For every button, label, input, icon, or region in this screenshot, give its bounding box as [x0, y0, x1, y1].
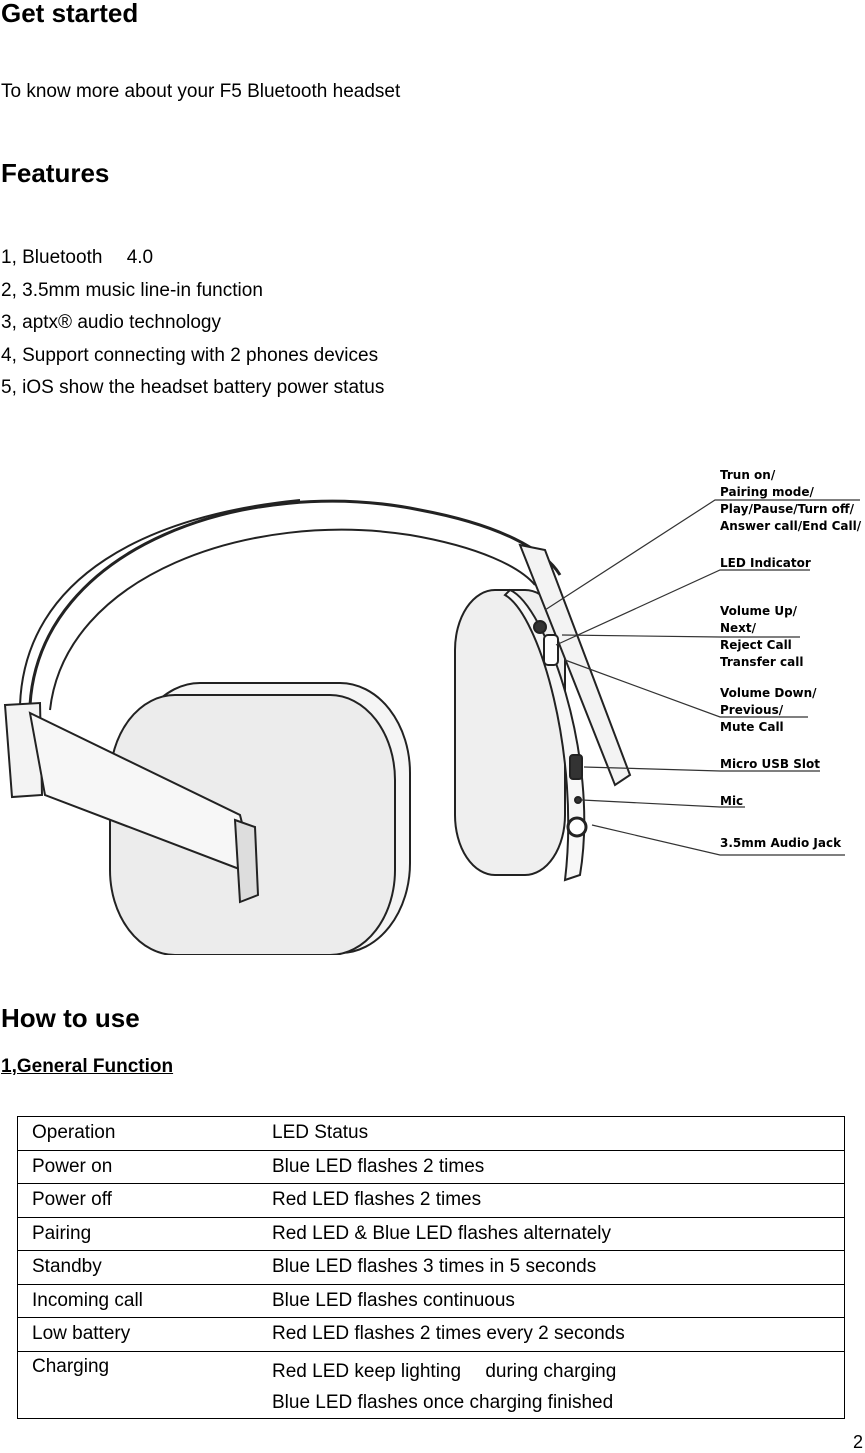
table-row: Standby Blue LED flashes 3 times in 5 se… — [17, 1250, 845, 1285]
table-row: Power off Red LED flashes 2 times — [17, 1183, 845, 1218]
table-cell-operation: Pairing — [17, 1216, 245, 1251]
table-row: Charging Red LED keep lighting during ch… — [17, 1350, 845, 1419]
intro-text: To know more about your F5 Bluetooth hea… — [1, 81, 401, 102]
table-row: Power on Blue LED flashes 2 times — [17, 1149, 845, 1184]
feature-item: 1, Bluetooth 4.0 — [1, 247, 154, 268]
general-function-subtitle: 1,General Function — [1, 1056, 174, 1077]
callout-led: LED Indicator — [720, 556, 811, 570]
feature-item: 3, aptx® audio technology — [1, 312, 221, 333]
features-heading: Features — [1, 158, 110, 188]
charging-status-line: Blue LED flashes once charging finished — [272, 1391, 614, 1413]
table-row: Pairing Red LED & Blue LED flashes alter… — [17, 1216, 845, 1251]
callout-lines — [544, 499, 860, 856]
table-cell-operation: Low battery — [17, 1317, 245, 1352]
features-list: 1, Bluetooth 4.0 2, 3.5mm music line-in … — [1, 242, 384, 405]
how-to-use-heading: How to use — [1, 1003, 140, 1033]
page-title: Get started — [1, 0, 139, 28]
table-header-row: Operation LED Status — [17, 1116, 845, 1151]
table-cell-led-status: Red LED flashes 2 times every 2 seconds — [245, 1317, 845, 1352]
table-cell-led-status: Blue LED flashes 2 times — [245, 1149, 845, 1184]
callout-usb: Micro USB Slot — [720, 757, 820, 771]
feature-item: 4, Support connecting with 2 phones devi… — [1, 344, 379, 366]
table-cell-operation: Power on — [17, 1149, 245, 1184]
table-cell-operation: Power off — [17, 1183, 245, 1218]
table-row: Incoming call Blue LED flashes continuou… — [17, 1283, 845, 1318]
table-cell-led-status: Red LED keep lighting during charging Bl… — [245, 1350, 845, 1419]
table-header-cell: LED Status — [245, 1116, 845, 1151]
callout-mic: Mic — [720, 794, 743, 808]
table-cell-led-status: Red LED flashes 2 times — [245, 1183, 845, 1218]
feature-item: 2, 3.5mm music line-in function — [1, 279, 263, 301]
callout-jack: 3.5mm Audio Jack — [720, 836, 842, 850]
callout-volume-up: Volume Up/ Next/ Reject Call Transfer ca… — [720, 604, 803, 669]
table-cell-led-status: Red LED & Blue LED flashes alternately — [245, 1216, 845, 1251]
headset-diagram: Trun on/ Pairing mode/ Play/Pause/Turn o… — [3, 468, 862, 955]
table-cell-led-status: Blue LED flashes continuous — [245, 1283, 845, 1318]
page-number: 2 — [852, 1432, 863, 1452]
callout-power: Trun on/ Pairing mode/ Play/Pause/Turn o… — [720, 468, 862, 533]
table-cell-operation: Standby — [17, 1250, 245, 1285]
table-header-cell: Operation — [17, 1116, 245, 1151]
led-status-table: Operation LED Status Power on Blue LED f… — [17, 1116, 845, 1419]
feature-item: 5, iOS show the headset battery power st… — [1, 377, 385, 398]
table-cell-led-status: Blue LED flashes 3 times in 5 seconds — [245, 1250, 845, 1285]
callout-volume-down: Volume Down/ Previous/ Mute Call — [720, 686, 821, 734]
table-cell-operation: Charging — [17, 1350, 245, 1419]
charging-status-line: Red LED keep lighting during charging — [272, 1360, 617, 1382]
table-cell-operation: Incoming call — [17, 1283, 245, 1318]
headset-drawing — [3, 499, 632, 955]
table-row: Low battery Red LED flashes 2 times ever… — [17, 1317, 845, 1352]
